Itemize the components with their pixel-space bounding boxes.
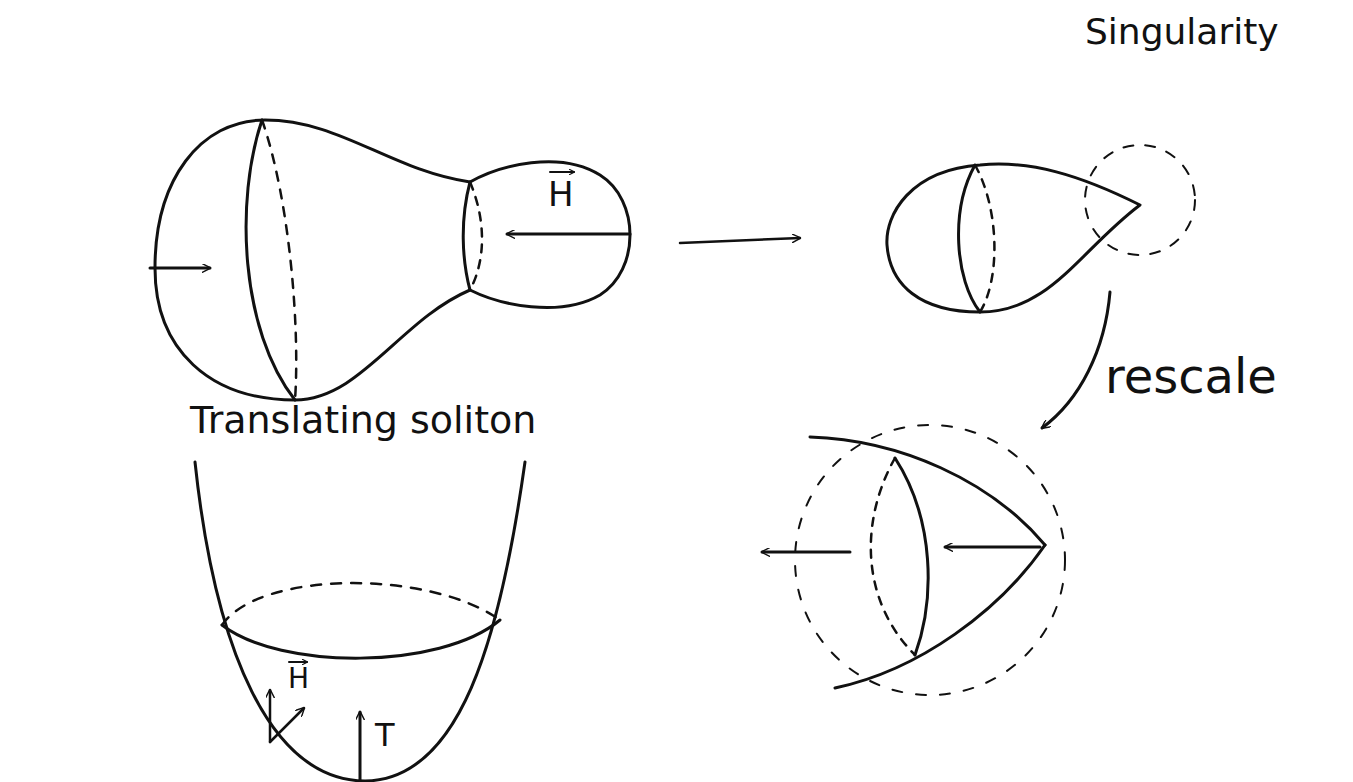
rescaled-region bbox=[795, 425, 1065, 695]
singularity-region bbox=[1085, 145, 1195, 255]
curvature-arrow bbox=[150, 267, 210, 270]
cross-section bbox=[246, 120, 295, 400]
translation-arrow bbox=[269, 690, 272, 742]
vector-mark bbox=[289, 661, 307, 663]
vector-mark bbox=[550, 171, 574, 173]
soliton-section-hidden bbox=[222, 583, 500, 625]
cross-section-hidden bbox=[871, 458, 915, 655]
cross-section-hidden bbox=[262, 120, 296, 400]
rescaled-tip bbox=[835, 545, 1045, 688]
vector-label: H bbox=[288, 664, 309, 695]
dumbbell-surface bbox=[155, 120, 630, 400]
vector-label: H bbox=[548, 176, 574, 213]
cross-section bbox=[959, 165, 980, 312]
neck-section-hidden bbox=[470, 182, 482, 290]
curvature-arrow bbox=[945, 546, 1040, 549]
singularity-label: Singularity bbox=[1085, 12, 1279, 52]
flow-arrow bbox=[680, 238, 800, 243]
cross-section-hidden bbox=[975, 165, 994, 312]
rescaled-tip bbox=[810, 437, 1045, 545]
rescale-arrow bbox=[1042, 292, 1110, 428]
motion-arrow bbox=[762, 551, 850, 554]
translation-label: T bbox=[375, 718, 395, 753]
translation-arrow bbox=[359, 712, 362, 782]
soliton-label: Translating soliton bbox=[190, 400, 536, 442]
neck-section bbox=[463, 182, 470, 290]
curvature-arrow bbox=[270, 708, 304, 742]
rescale-label: rescale bbox=[1105, 350, 1277, 403]
cross-section bbox=[895, 458, 928, 655]
pinched-surface bbox=[887, 164, 1140, 312]
soliton-section bbox=[222, 620, 500, 658]
soliton-surface bbox=[195, 462, 525, 781]
curvature-arrow bbox=[507, 233, 630, 236]
